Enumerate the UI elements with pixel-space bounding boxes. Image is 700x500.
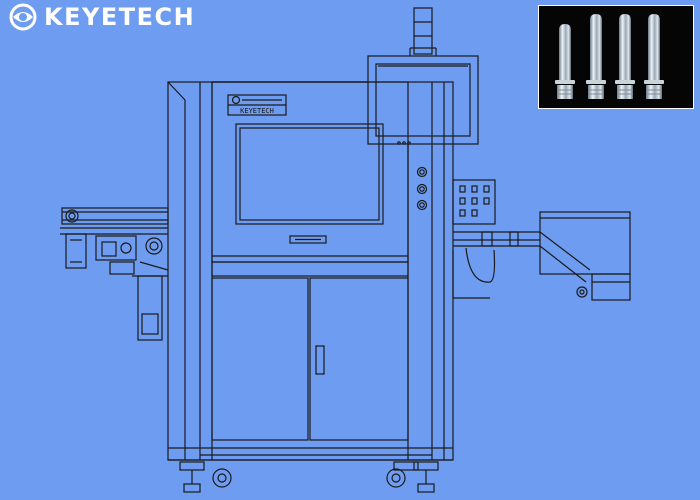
brand-logo: KEYETECH [8, 2, 195, 32]
main-cabinet [167, 81, 454, 461]
left-conveyor [60, 207, 169, 341]
machine-nameplate: KEYETECH [227, 94, 287, 116]
feet [179, 461, 439, 493]
nameplate-label: KEYETECH [240, 107, 274, 115]
right-conveyor [452, 179, 631, 301]
preform-bottles-image [555, 14, 664, 99]
brand-name: KEYETECH [44, 3, 196, 31]
eye-logo-icon [9, 3, 37, 31]
control-buttons [416, 166, 428, 211]
preform-photo-inset [538, 5, 694, 109]
monitor [367, 47, 479, 145]
top-mast [413, 7, 433, 55]
